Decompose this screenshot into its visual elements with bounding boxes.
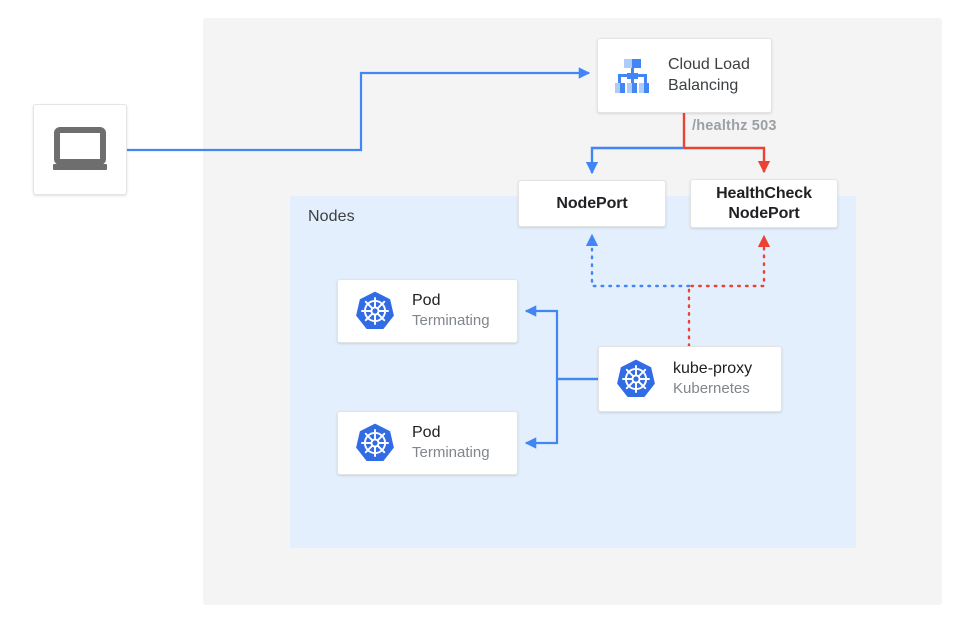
pod-card-2-text: Pod Terminating xyxy=(412,423,490,462)
healthcheck-nodeport-label-line2: NodePort xyxy=(728,204,800,222)
pod-card-2[interactable]: Pod Terminating xyxy=(337,411,518,475)
nodes-panel-label: Nodes xyxy=(308,208,355,225)
kubernetes-icon xyxy=(354,422,396,464)
pod-card-1-text: Pod Terminating xyxy=(412,291,490,330)
kube-proxy-subtitle: Kubernetes xyxy=(673,379,750,397)
nodeport-label: NodePort xyxy=(556,194,628,212)
healthcheck-nodeport-label: HealthCheck NodePort xyxy=(716,184,812,223)
laptop-icon xyxy=(51,126,109,173)
cloud-load-balancing-title: Cloud Load Balancing xyxy=(668,55,750,94)
cloud-load-balancing-text: Cloud Load Balancing xyxy=(668,55,759,97)
nodeport-box[interactable]: NodePort xyxy=(518,180,666,227)
pod-card-2-subtitle: Terminating xyxy=(412,443,490,461)
healthcheck-nodeport-box[interactable]: HealthCheck NodePort xyxy=(690,179,838,228)
client-device-card[interactable] xyxy=(33,104,127,195)
pod-card-1-title: Pod xyxy=(412,292,441,310)
pod-card-2-title: Pod xyxy=(412,424,441,442)
healthcheck-nodeport-label-line1: HealthCheck xyxy=(716,184,812,202)
kubernetes-icon xyxy=(354,290,396,332)
cloud-load-balancing-card[interactable]: Cloud Load Balancing xyxy=(597,38,772,113)
kube-proxy-text: kube-proxy Kubernetes xyxy=(673,359,752,398)
healthz-edge-label: /healthz 503 xyxy=(692,118,777,134)
pod-card-1[interactable]: Pod Terminating xyxy=(337,279,518,343)
kube-proxy-card[interactable]: kube-proxy Kubernetes xyxy=(598,346,782,412)
kube-proxy-title: kube-proxy xyxy=(673,360,753,378)
kubernetes-icon xyxy=(615,358,657,400)
cloud-load-balancing-icon xyxy=(610,55,654,97)
pod-card-1-subtitle: Terminating xyxy=(412,311,490,329)
